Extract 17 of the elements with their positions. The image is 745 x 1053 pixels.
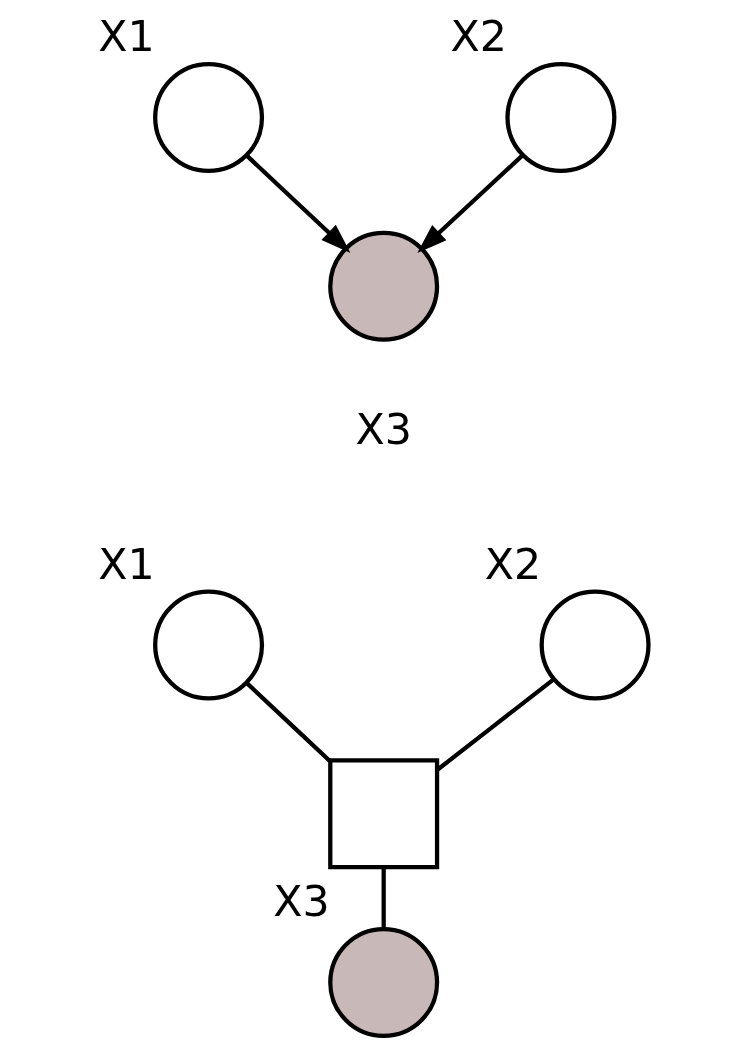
- node-circle: [152, 589, 264, 701]
- arrow: [244, 153, 350, 253]
- node-circle: [327, 926, 439, 1038]
- node-circle: [539, 589, 651, 701]
- connector: [381, 867, 386, 929]
- node-label: X3: [272, 876, 330, 927]
- node-label: X2: [484, 538, 541, 589]
- node-box: [327, 758, 439, 870]
- node-label: X2: [450, 11, 507, 62]
- connector: [244, 681, 331, 763]
- node-label: X1: [97, 11, 155, 62]
- arrow: [416, 153, 524, 253]
- node-label: X3: [354, 404, 412, 455]
- node-label: X1: [97, 538, 155, 589]
- node-circle: [504, 62, 616, 174]
- node-circle: [152, 62, 264, 174]
- node-circle: [327, 230, 439, 342]
